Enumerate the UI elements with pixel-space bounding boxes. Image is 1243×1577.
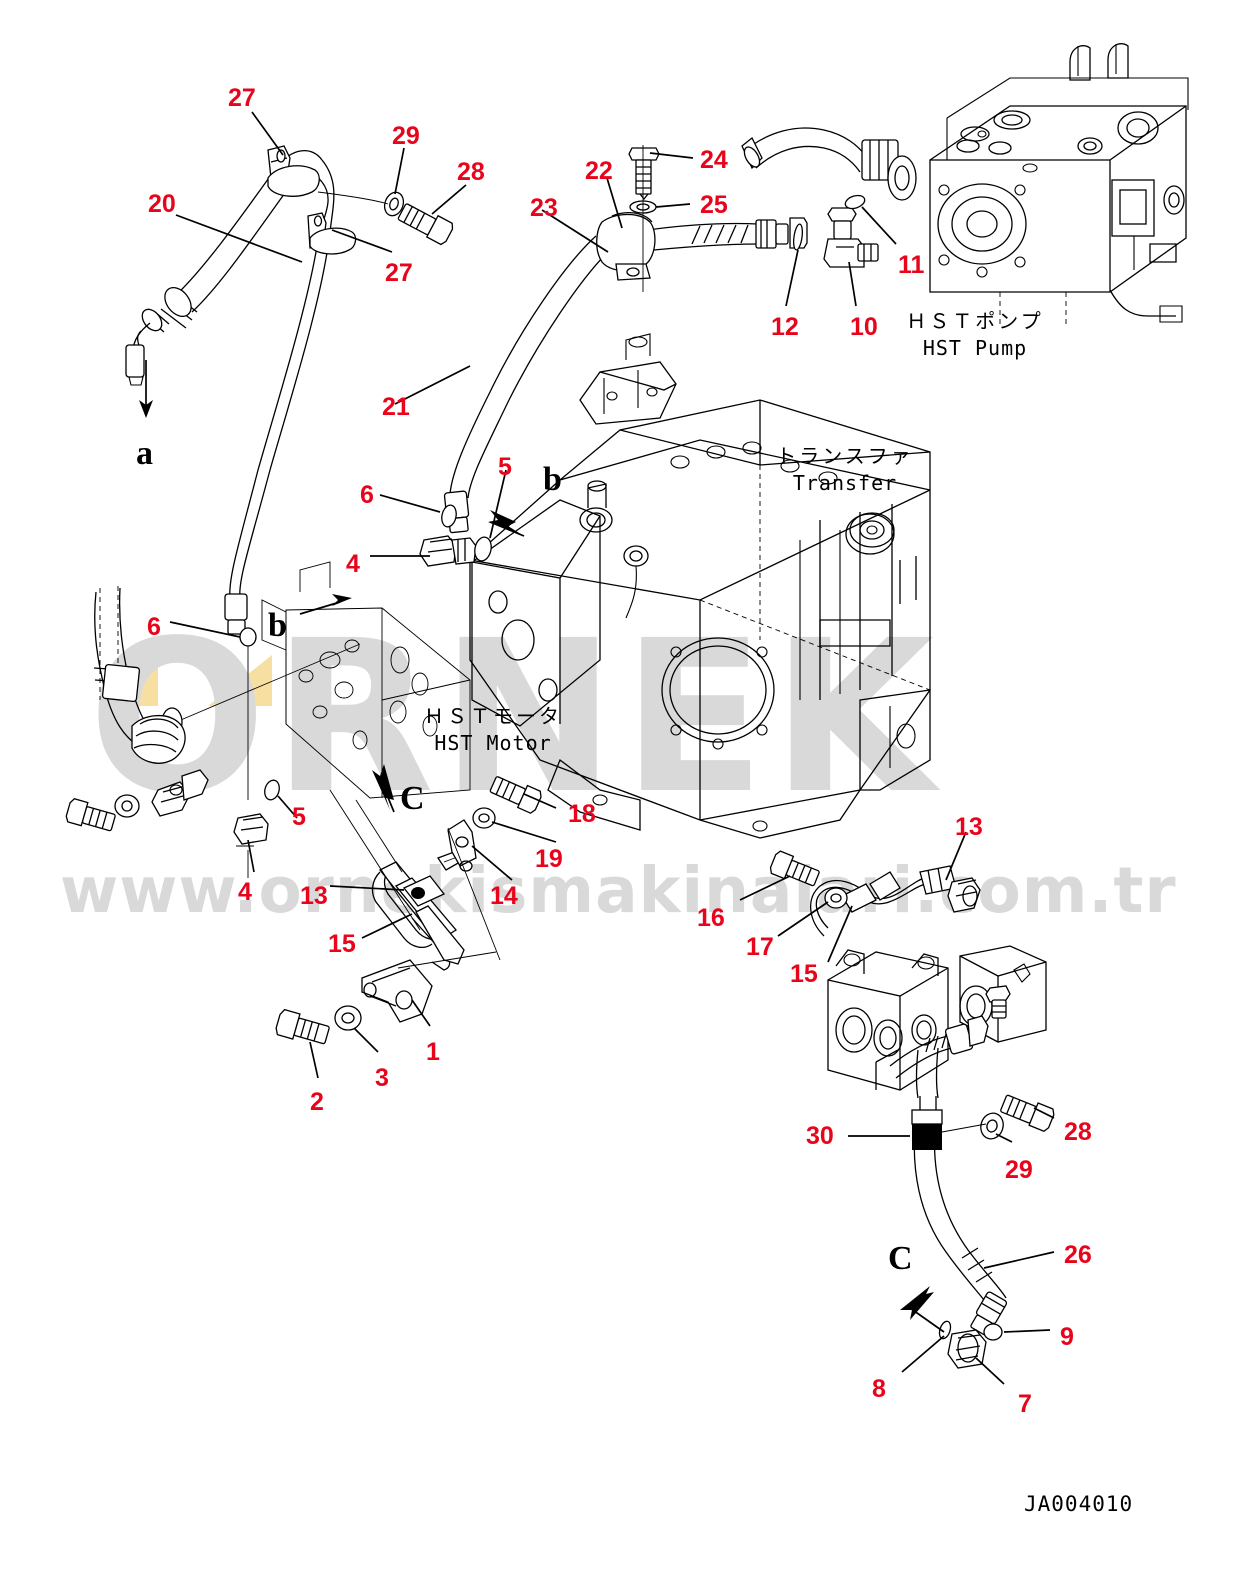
callout-12: 12 — [771, 313, 799, 341]
hose-assembly-26 — [848, 985, 1055, 1385]
callout-29-b: 29 — [1005, 1156, 1033, 1184]
caption-transfer: トランスファ Transfer — [776, 443, 914, 497]
caption-hst-motor-jp: ＨＳＴモータ — [424, 704, 562, 728]
caption-transfer-jp: トランスファ — [776, 444, 914, 468]
clamp-22 — [596, 211, 656, 281]
transfer-case-body — [469, 333, 931, 839]
callout-27-b: 27 — [385, 259, 413, 287]
callout-11: 11 — [898, 251, 925, 279]
callout-3: 3 — [375, 1064, 389, 1092]
hose-assembly-20 — [125, 111, 467, 635]
sensor-bracket-assembly — [275, 764, 557, 1079]
caption-hst-pump-en: HST Pump — [922, 336, 1028, 360]
caption-hst-motor-en: HST Motor — [434, 731, 552, 755]
callout-13-b: 13 — [955, 813, 983, 841]
callout-4-b: 4 — [238, 878, 252, 906]
caption-hst-pump-jp: ＨＳＴポンプ — [906, 309, 1044, 333]
callout-14: 14 — [490, 882, 518, 910]
section-marker-a: a — [136, 435, 153, 472]
section-marker-b-lower: b — [268, 607, 287, 644]
drawing-number: JA004010 — [1024, 1492, 1134, 1516]
callout-25: 25 — [700, 191, 728, 219]
callout-6-a: 6 — [360, 481, 374, 509]
callout-29-a: 29 — [392, 122, 420, 150]
callout-22: 22 — [585, 157, 613, 185]
callout-13-a: 13 — [300, 882, 328, 910]
callout-17: 17 — [746, 933, 774, 961]
callout-30: 30 — [806, 1122, 834, 1150]
fitting-4-6-center — [370, 469, 525, 567]
callout-5-a: 5 — [498, 453, 512, 481]
callout-2: 2 — [310, 1088, 324, 1116]
elbow-10 — [823, 207, 879, 268]
callout-23: 23 — [530, 194, 558, 222]
wire-harness-assembly — [739, 831, 1047, 1091]
callout-26: 26 — [1064, 1241, 1092, 1269]
section-marker-b-upper: b — [543, 461, 562, 498]
bolt-28 — [397, 203, 454, 246]
elbow-4-lower — [233, 813, 269, 847]
hst-motor-body — [161, 561, 471, 799]
callout-6-b: 6 — [147, 613, 161, 641]
callout-28-b: 28 — [1064, 1118, 1092, 1146]
caption-hst-pump: ＨＳＴポンプ HST Pump — [906, 308, 1043, 362]
callout-18: 18 — [568, 800, 596, 828]
callout-8: 8 — [872, 1375, 886, 1403]
bolt-24 — [628, 147, 660, 201]
callout-27-a: 27 — [228, 84, 256, 112]
callout-16: 16 — [697, 904, 725, 932]
callout-20: 20 — [148, 190, 176, 218]
section-marker-c-right: C — [888, 1240, 913, 1277]
callout-5-b: 5 — [292, 803, 306, 831]
callout-10: 10 — [850, 313, 878, 341]
caption-hst-motor: ＨＳＴモータ HST Motor — [424, 703, 562, 757]
section-marker-c-left: C — [400, 780, 425, 817]
callout-19: 19 — [535, 845, 563, 873]
callout-7: 7 — [1018, 1390, 1032, 1418]
callout-24: 24 — [700, 146, 728, 174]
callout-1: 1 — [426, 1038, 440, 1066]
hst-pump-body — [741, 43, 1189, 326]
callout-21: 21 — [382, 393, 410, 421]
callout-4-a: 4 — [346, 550, 360, 578]
callout-9: 9 — [1060, 1323, 1074, 1351]
callout-28-a: 28 — [457, 158, 485, 186]
hose-assembly-21-23 — [394, 145, 897, 499]
elbow-4 — [419, 535, 477, 567]
caption-transfer-en: Transfer — [792, 471, 898, 495]
section-arrow-a — [139, 360, 153, 418]
section-arrow-b-lower — [299, 594, 352, 615]
hose-left-lower — [65, 586, 298, 878]
clamp-upper — [267, 145, 320, 197]
callout-15-b: 15 — [790, 960, 818, 988]
callout-15-a: 15 — [328, 930, 356, 958]
